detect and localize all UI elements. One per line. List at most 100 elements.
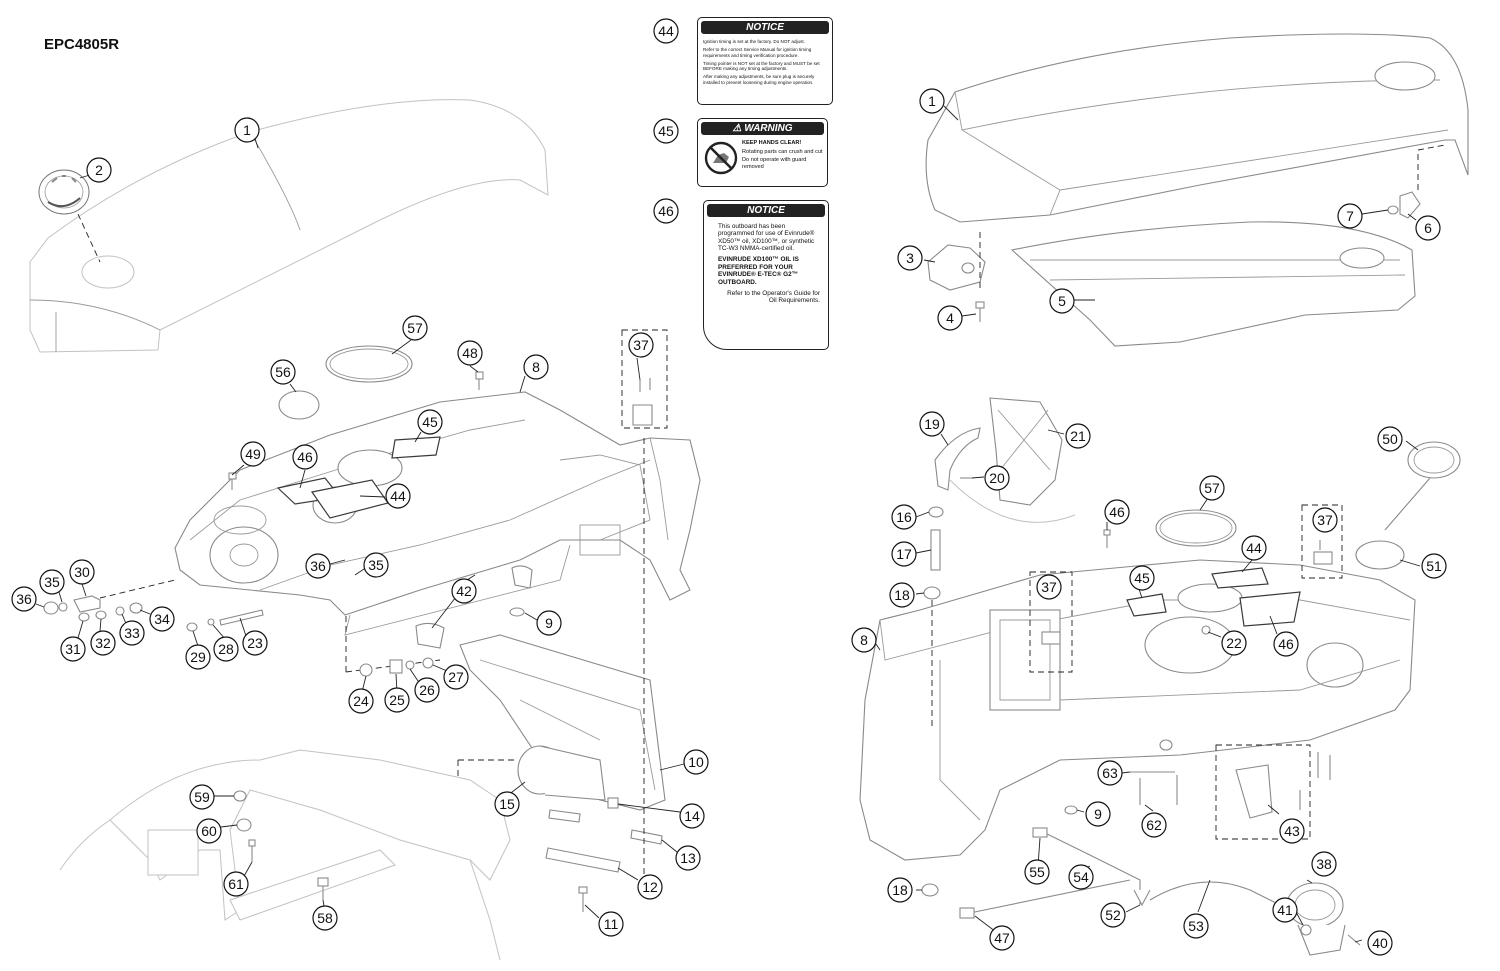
svg-text:62: 62 [1146,817,1162,833]
svg-text:63: 63 [1102,765,1118,781]
callout-22: 22 [1221,630,1247,656]
svg-text:48: 48 [462,345,478,361]
callout-37-right: 37 [1036,574,1062,600]
svg-text:31: 31 [65,641,81,657]
bracket-43 [1235,764,1301,819]
svg-text:26: 26 [419,682,435,698]
svg-text:13: 13 [680,850,696,866]
mount-38 [1286,882,1346,956]
hardware-23-28-29 [186,609,264,632]
seal-57-left [325,345,413,383]
svg-text:61: 61 [228,876,244,892]
svg-text:44: 44 [1246,540,1262,556]
lower-cowl-right [859,559,1416,861]
callout-53: 53 [1183,913,1209,939]
callout-63: 63 [1097,760,1123,786]
svg-text:21: 21 [1070,428,1086,444]
grommet-59 [233,790,247,802]
notice-decal-46: NOTICE This outboard has been programmed… [703,200,829,350]
svg-text:50: 50 [1382,431,1398,447]
callout-11: 11 [598,911,624,937]
no-hands-icon [704,141,738,175]
callout-33: 33 [119,620,145,646]
clip-40-41 [1300,924,1361,946]
callout-37-upper-right: 37 [1312,507,1338,533]
svg-text:1: 1 [243,122,251,138]
warning-decal-45: ⚠ WARNING KEEP HANDS CLEAR! Rotating par… [697,118,828,187]
callout-57-right: 57 [1199,475,1225,501]
svg-text:8: 8 [860,632,868,648]
svg-text:17: 17 [896,546,912,562]
callout-49: 49 [240,441,266,467]
svg-text:25: 25 [389,692,405,708]
notice-decal-46-heading: NOTICE [707,204,825,217]
svg-text:4: 4 [946,310,954,326]
svg-text:5: 5 [1058,293,1066,309]
bracket-37-right [1041,631,1061,645]
tube-17 [930,529,941,571]
screw-46-right [1103,529,1111,548]
svg-text:60: 60 [201,823,217,839]
hardware-24-27 [345,616,441,677]
callout-62: 62 [1141,812,1167,838]
callout-34: 34 [149,606,175,632]
callout-6: 6 [1415,215,1441,241]
callout-36-upper: 36 [305,553,331,579]
svg-text:46: 46 [1278,636,1294,652]
callout-46-screw: 46 [1104,499,1130,525]
callout-16: 16 [891,504,917,530]
svg-text:40: 40 [1372,935,1388,951]
svg-text:47: 47 [994,930,1010,946]
callout-20: 20 [984,465,1010,491]
clip-42 [415,565,533,649]
callout-18-lower: 18 [887,877,913,903]
svg-text:46: 46 [658,203,674,219]
callout-41: 41 [1272,897,1298,923]
grommet-18-lower [921,883,939,897]
svg-text:3: 3 [906,250,914,266]
grommet-16 [928,506,944,518]
svg-text:37: 37 [633,337,649,353]
svg-text:1: 1 [928,93,936,109]
svg-text:35: 35 [368,557,384,573]
screw-4 [975,301,985,322]
svg-text:16: 16 [896,509,912,525]
callout-45-decal: 45 [653,118,679,144]
callout-46-decal: 46 [653,198,679,224]
callout-51: 51 [1421,553,1447,579]
notice-decal-46-text: Refer to the Operator's Guide for Oil Re… [727,289,820,305]
callout-1-right: 1 [919,88,945,114]
callout-24: 24 [348,688,374,714]
bracket-37-upper-right [1313,540,1333,565]
svg-text:52: 52 [1105,907,1121,923]
svg-text:51: 51 [1426,558,1442,574]
callout-35-upper: 35 [363,552,389,578]
svg-text:57: 57 [1204,480,1220,496]
callout-37-left: 37 [628,332,654,358]
callout-balloons: 44 45 46 1 2 57 56 48 8 37 45 49 46 44 3… [11,18,1447,956]
svg-text:46: 46 [1109,504,1125,520]
part-15 [517,745,606,801]
svg-text:6: 6 [1424,220,1432,236]
callout-21: 21 [1065,423,1091,449]
callout-13: 13 [675,845,701,871]
callout-32: 32 [90,630,116,656]
callout-18-upper: 18 [889,582,915,608]
callout-58: 58 [312,905,338,931]
screw-61 [248,839,256,862]
svg-text:2: 2 [95,162,103,178]
svg-text:14: 14 [684,808,700,824]
svg-text:12: 12 [642,879,658,895]
lower-cowl-right-5 [1010,221,1416,347]
callout-25: 25 [384,687,410,713]
callout-36: 36 [11,586,37,612]
svg-text:19: 19 [924,416,940,432]
seal-57-right [1155,509,1237,547]
notice-decal-44-line: Ignition timing is set at the factory. D… [703,39,805,44]
callout-55: 55 [1024,859,1050,885]
warning-triangle-icon: ⚠ [732,123,742,134]
svg-text:23: 23 [247,635,263,651]
svg-text:36: 36 [310,558,326,574]
callout-48: 48 [457,340,483,366]
